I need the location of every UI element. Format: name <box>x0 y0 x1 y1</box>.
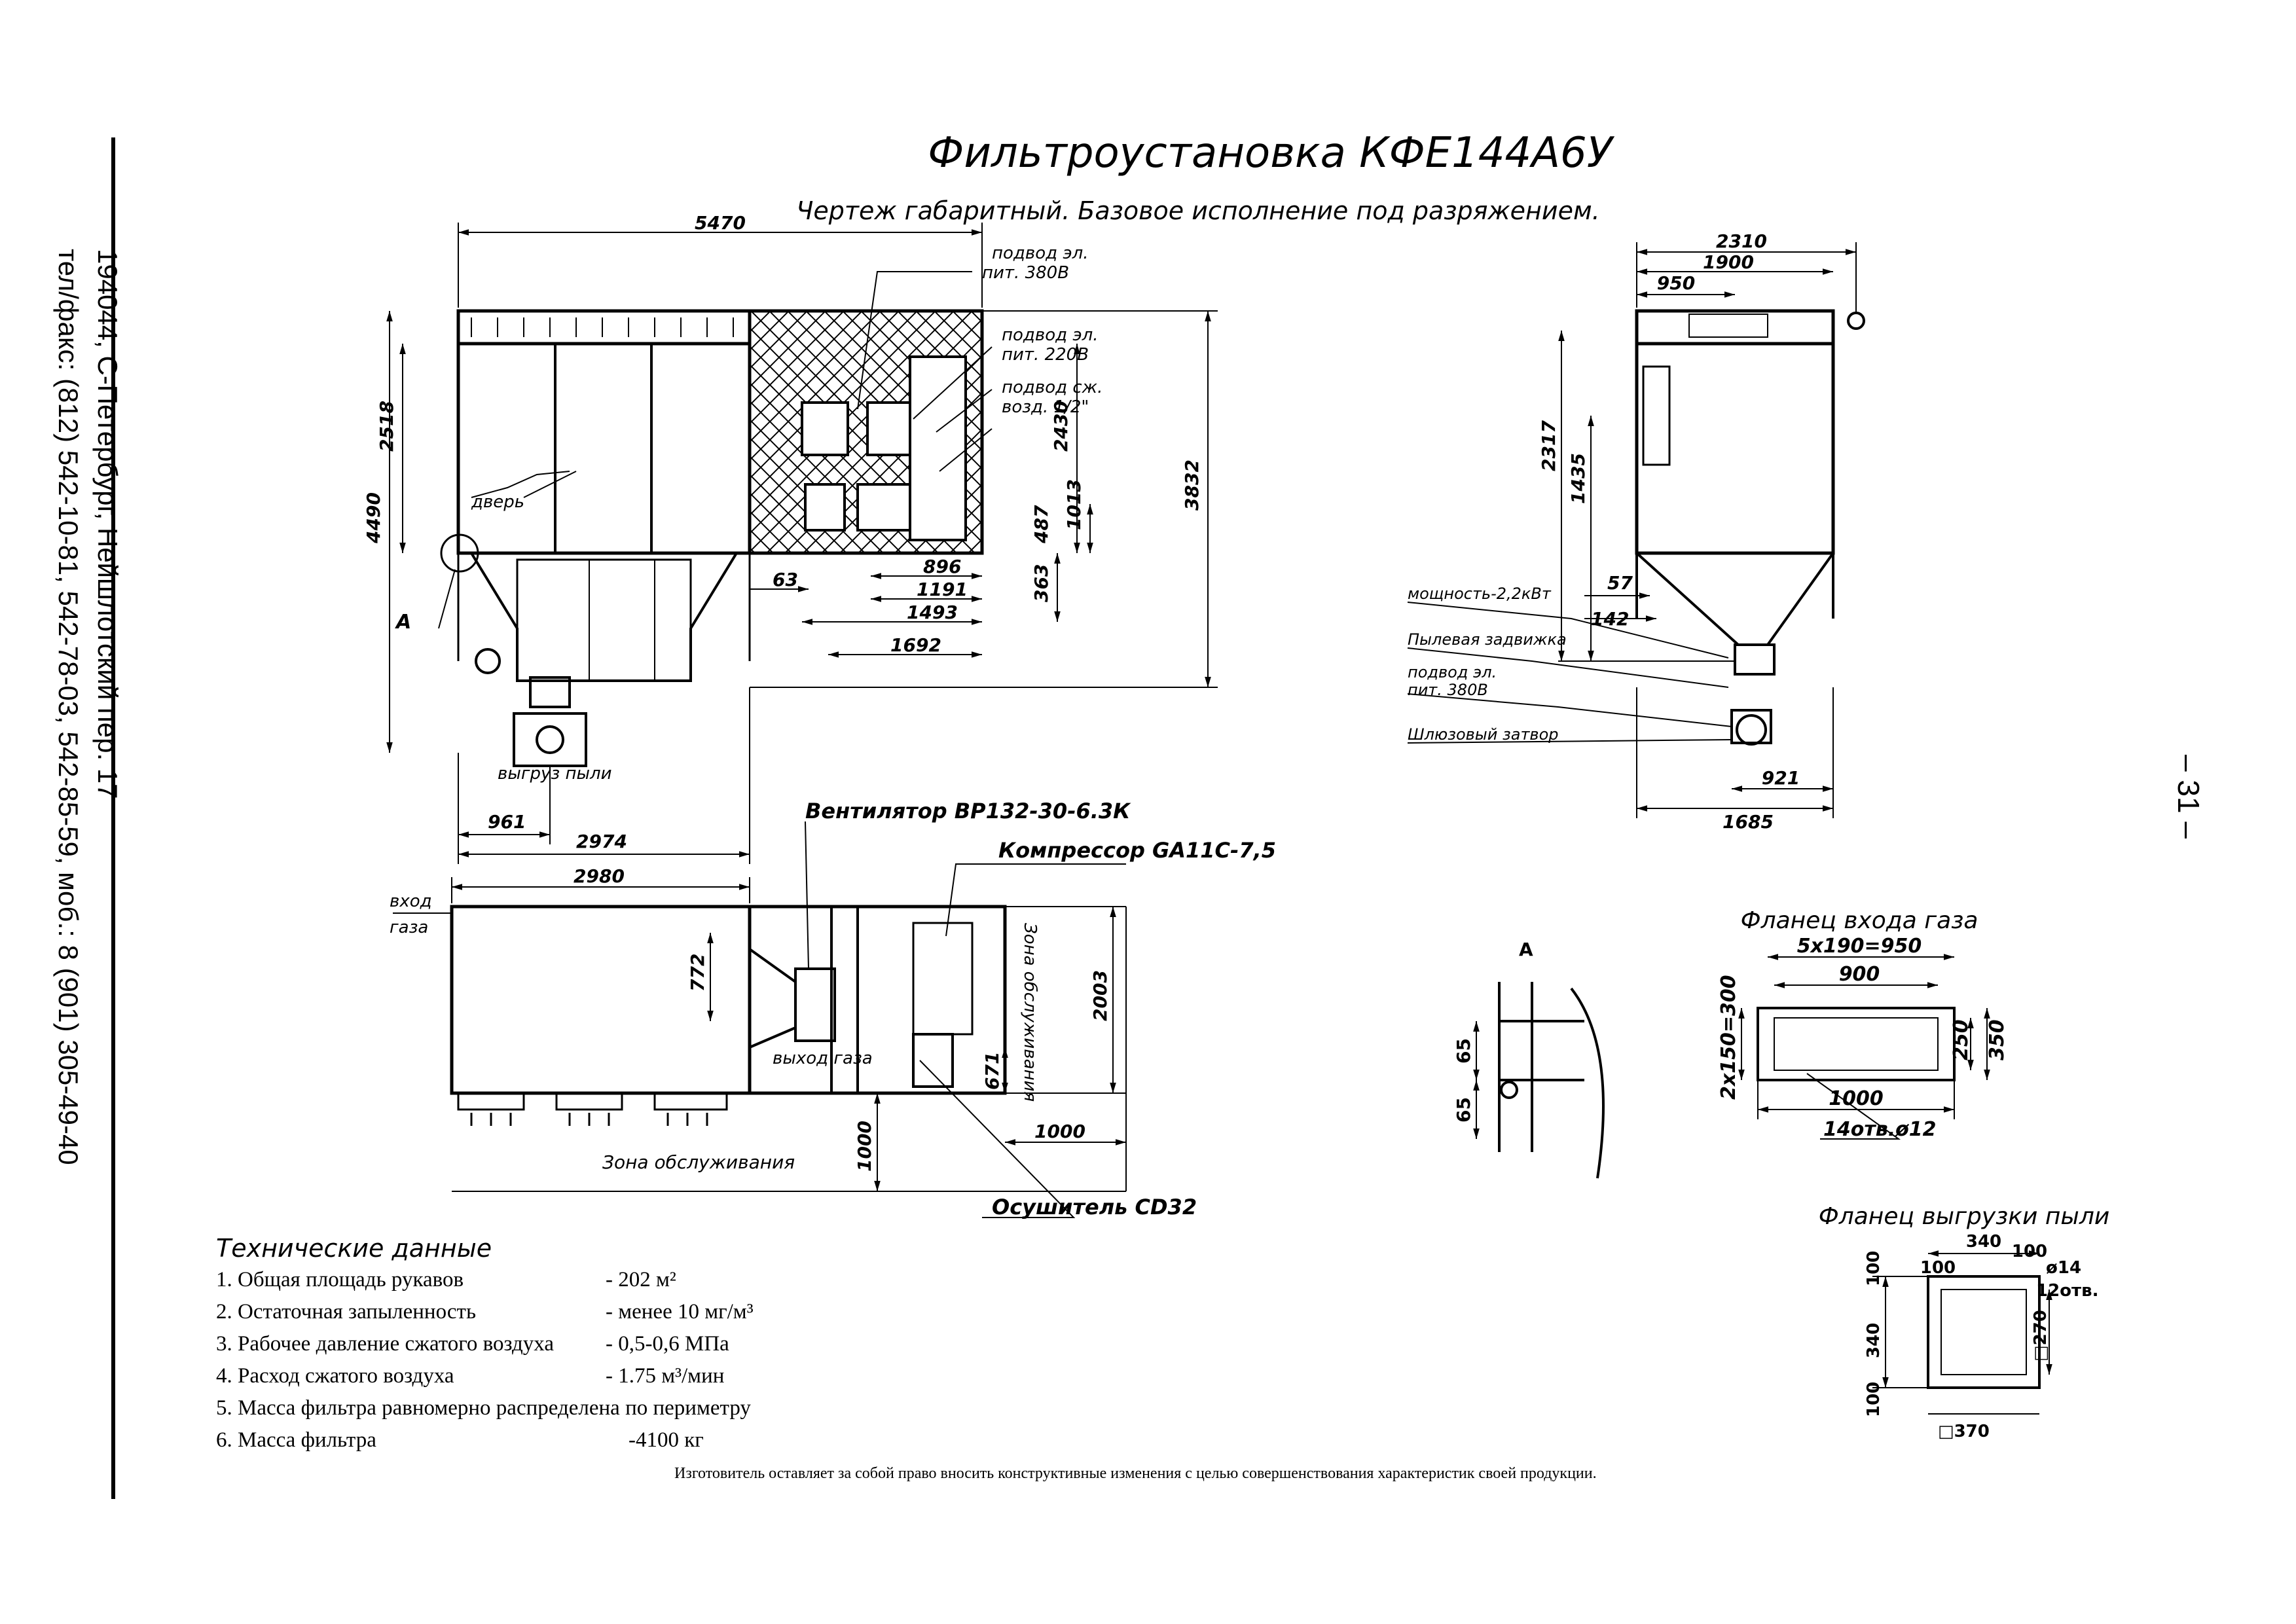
dust-flange-dim-100-bottom: 100 <box>1864 1382 1884 1417</box>
dim-961: 961 <box>488 811 526 833</box>
label-airlock: Шлюзовый затвор <box>1408 725 1558 744</box>
dust-flange-dim-100-top: 100 <box>1864 1251 1884 1286</box>
label-fan: Вентилятор ВР132-30-6.3К <box>805 799 1131 823</box>
dim-1685: 1685 <box>1722 811 1774 833</box>
label-door: дверь <box>471 492 524 512</box>
detail-a <box>1473 982 1605 1179</box>
dust-flange-dim-370: □370 <box>1938 1422 1990 1441</box>
label-air-l1: подвод сж. <box>1002 378 1102 397</box>
gas-inlet-flange <box>1738 954 1990 1140</box>
technical-data-header: Технические данные <box>216 1234 492 1263</box>
dim-142: 142 <box>1591 608 1629 630</box>
detail-a-dim-2: 65 <box>1453 1097 1474 1123</box>
margin-rule <box>111 137 115 1499</box>
dim-2980: 2980 <box>574 865 625 887</box>
label-dust-valve: Пылевая задвижка <box>1408 630 1567 649</box>
label-detail-a-ref: А <box>395 611 411 634</box>
dim-1692: 1692 <box>890 634 941 656</box>
dim-2317: 2317 <box>1538 420 1559 471</box>
dim-950: 950 <box>1657 272 1695 294</box>
dim-2003: 2003 <box>1089 970 1111 1021</box>
label-power-sup-l1: подвод эл. <box>1408 663 1497 681</box>
label-power-380-l2: пит. 380В <box>982 263 1069 283</box>
label-power-220-l1: подвод эл. <box>1002 325 1099 345</box>
dust-outlet-flange <box>1872 1250 2052 1415</box>
label-dust-out: выгруз пыли <box>498 764 612 784</box>
tech-row: 1. Общая площадь рукавов- 202 м² <box>216 1268 676 1291</box>
label-power-220-l2: пит. 220В <box>1002 345 1089 365</box>
dim-487: 487 <box>1030 505 1052 544</box>
gas-flange-dim-pitch: 5х190=950 <box>1797 935 1922 958</box>
footer-note: Изготовитель оставляет за собой право вн… <box>674 1465 1597 1482</box>
gas-flange-dim-v-pitch: 2х150=300 <box>1717 975 1740 1100</box>
dust-flange-hole-count: 12отв. <box>2036 1281 2098 1301</box>
dim-896: 896 <box>923 556 961 577</box>
dim-1900: 1900 <box>1703 251 1754 273</box>
dust-flange-hole-dia: ø14 <box>2046 1258 2081 1278</box>
side-view <box>1407 242 1865 818</box>
dust-flange-dim-340-side: 340 <box>1864 1323 1884 1358</box>
dim-57: 57 <box>1607 572 1633 594</box>
tech-row: 5. Масса фильтра равномерно распределена… <box>216 1396 751 1420</box>
label-power-380-l1: подвод эл. <box>992 244 1089 263</box>
label-gas-in-l1: вход <box>390 892 432 911</box>
dim-1435: 1435 <box>1567 453 1589 504</box>
dim-1191: 1191 <box>917 579 968 600</box>
gas-flange-dim-250: 250 <box>1950 1019 1973 1060</box>
dim-5470: 5470 <box>695 212 746 234</box>
dust-flange-dim-100-l: 100 <box>1920 1258 1956 1278</box>
dim-363: 363 <box>1030 564 1052 602</box>
label-service-zone-vertical: Зона обслуживания <box>1020 923 1040 1102</box>
drawing-subtitle: Чертеж габаритный. Базовое исполнение по… <box>796 196 1599 225</box>
dust-flange-title: Фланец выгрузки пыли <box>1819 1203 2110 1230</box>
tech-row: 2. Остаточная запыленность- менее 10 мг/… <box>216 1300 754 1324</box>
label-power-sup-l2: пит. 380В <box>1408 681 1488 699</box>
dim-63: 63 <box>773 569 798 590</box>
label-service-zone: Зона обслуживания <box>602 1151 795 1173</box>
gas-flange-dim-1000: 1000 <box>1829 1087 1884 1110</box>
technical-data: Технические данные 1. Общая площадь рука… <box>216 1234 754 1460</box>
tech-row: 3. Рабочее давление сжатого воздуха- 0,5… <box>216 1332 729 1356</box>
gas-flange-title: Фланец входа газа <box>1741 907 1978 934</box>
dim-921: 921 <box>1762 767 1800 789</box>
dim-1493: 1493 <box>907 602 958 623</box>
dim-2518: 2518 <box>376 401 397 452</box>
dim-1000-h: 1000 <box>1034 1121 1085 1142</box>
label-compressor: Компрессор GA11C-7,5 <box>998 838 1276 863</box>
dust-flange-dim-340-top: 340 <box>1966 1232 2001 1252</box>
detail-a-label: А <box>1519 939 1533 960</box>
tech-row: 4. Расход сжатого воздуха- 1.75 м³/мин <box>216 1364 725 1388</box>
label-gas-out: выход газа <box>773 1049 873 1068</box>
dim-2310: 2310 <box>1716 230 1767 252</box>
plan-view <box>393 821 1127 1218</box>
dim-2430: 2430 <box>1050 401 1072 452</box>
label-motor-power: мощность-2,2кВт <box>1408 585 1552 603</box>
gas-flange-dim-350: 350 <box>1986 1019 2009 1060</box>
tech-row: 6. Масса фильтра-4100 кг <box>216 1428 704 1452</box>
dim-1000-v: 1000 <box>854 1121 875 1172</box>
dust-flange-dim-270: □270 <box>2031 1310 2050 1362</box>
dim-772: 772 <box>687 954 708 992</box>
label-dryer: Осушитель CD32 <box>992 1195 1197 1219</box>
gas-flange-dim-900: 900 <box>1839 963 1880 986</box>
drawing-title: Фильтроустановка КФЕ144А6У <box>928 129 1615 177</box>
dim-671: 671 <box>981 1052 1003 1090</box>
detail-a-dim-1: 65 <box>1453 1038 1474 1064</box>
dim-2974: 2974 <box>576 831 627 852</box>
gas-flange-holes: 14отв.ø12 <box>1823 1118 1937 1141</box>
dim-3832: 3832 <box>1181 460 1203 511</box>
label-air-l2: возд. 1/2" <box>1002 397 1089 417</box>
dim-1013: 1013 <box>1063 479 1085 530</box>
front-view <box>386 223 1218 864</box>
dust-flange-dim-100-r: 100 <box>2012 1242 2047 1261</box>
label-gas-in-l2: газа <box>390 918 428 937</box>
dim-4490: 4490 <box>363 492 384 544</box>
